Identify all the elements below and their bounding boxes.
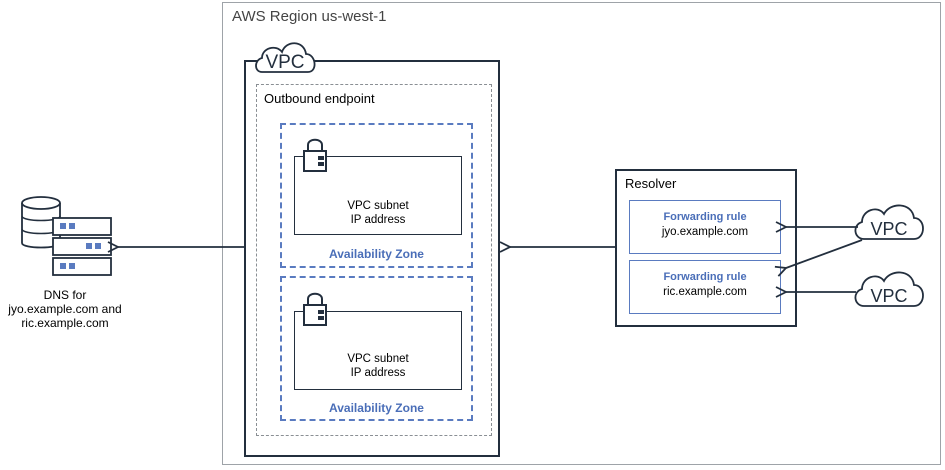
forwarding-rule-1: Forwarding rule jyo.example.com	[629, 200, 781, 254]
subnet-1-line2: IP address	[350, 214, 406, 226]
dns-label-line2: jyo.example.com and	[8, 302, 122, 316]
dns-label-line1: DNS for	[43, 288, 87, 302]
dns-label-line3: ric.example.com	[21, 316, 109, 330]
dns-server-label: DNS for jyo.example.com and ric.example.…	[0, 288, 130, 330]
subnet-1-line1: VPC subnet	[347, 200, 409, 212]
availability-zone-1-label: Availability Zone	[329, 247, 424, 261]
aws-region-container	[222, 2, 941, 465]
external-vpc-cloud-icon: VPC	[854, 271, 924, 307]
availability-zone-2-label: Availability Zone	[329, 401, 424, 415]
dns-server-icon	[21, 196, 112, 276]
resolver-title: Resolver	[625, 176, 677, 191]
subnet-2-label: VPC subnet IP address	[294, 352, 462, 380]
vpc-cloud-icon: VPC	[255, 42, 316, 73]
forwarding-rule-2-title: Forwarding rule	[663, 271, 747, 283]
availability-zone-2	[280, 276, 473, 421]
forwarding-rule-2-domain: ric.example.com	[663, 286, 747, 298]
availability-zone-1	[280, 123, 473, 268]
outbound-endpoint-container	[256, 84, 492, 436]
external-vpc-2-label: VPC	[870, 286, 907, 306]
forwarding-rule-2: Forwarding rule ric.example.com	[629, 260, 781, 314]
vpc-cloud-label: VPC	[265, 52, 304, 73]
subnet-2-line2: IP address	[350, 367, 406, 379]
lock-icon	[303, 292, 327, 326]
forwarding-rule-1-title: Forwarding rule	[663, 211, 747, 223]
resolver-container	[615, 169, 797, 327]
external-vpc-1-label: VPC	[870, 219, 907, 239]
lock-icon	[303, 138, 327, 172]
subnet-2-line1: VPC subnet	[347, 353, 409, 365]
external-vpc-cloud-icon: VPC	[854, 204, 924, 240]
forwarding-rule-1-domain: jyo.example.com	[661, 226, 749, 238]
outbound-endpoint-title: Outbound endpoint	[264, 91, 375, 106]
subnet-1-label: VPC subnet IP address	[294, 199, 462, 227]
vpc-container	[244, 60, 500, 457]
arrow-vpc1-to-rule2	[786, 239, 863, 268]
region-title: AWS Region us-west-1	[232, 8, 387, 25]
